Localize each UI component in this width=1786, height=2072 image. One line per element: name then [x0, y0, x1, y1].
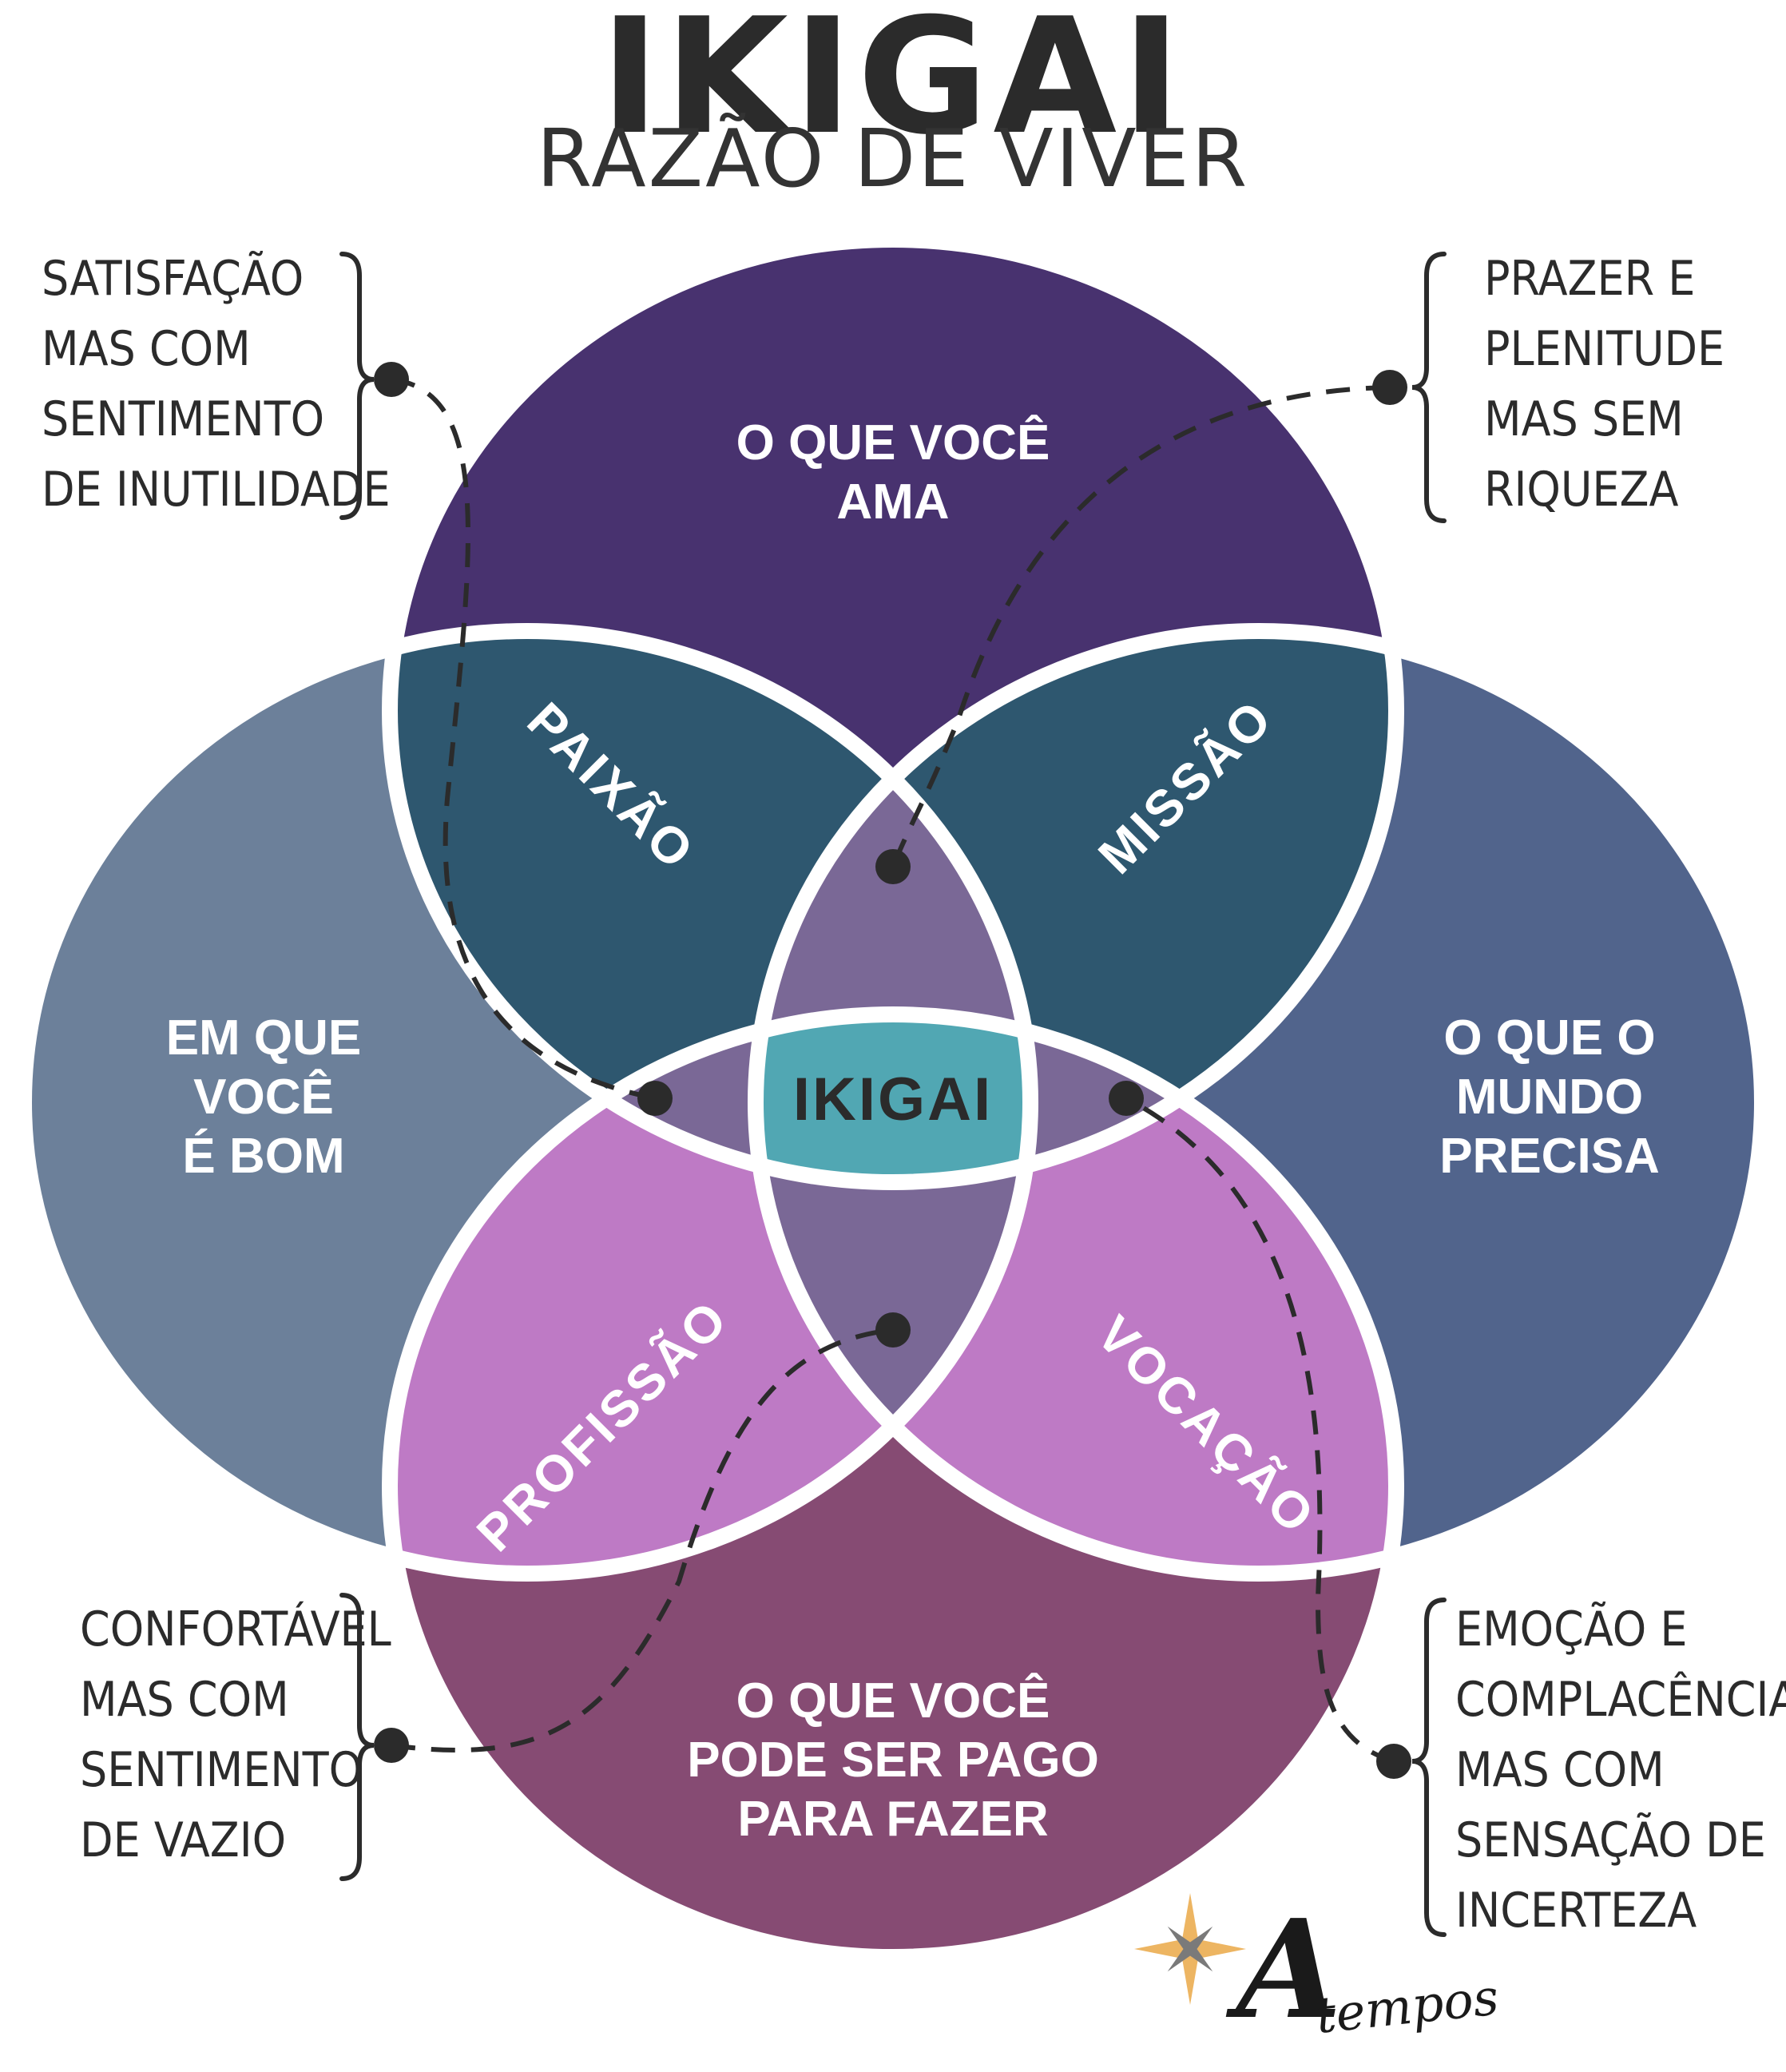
label-ikigai-center: IKIGAI	[793, 1066, 993, 1133]
brand-logo: A tempos	[1134, 1890, 1502, 2050]
label-line: PARA FAZER	[737, 1792, 1048, 1847]
note-line: DE VAZIO	[80, 1812, 287, 1868]
svg-text:A: A	[1225, 1890, 1342, 2050]
note-line: PRAZER E	[1484, 251, 1696, 307]
label-line: VOCÊ	[193, 1070, 334, 1125]
label-line: PRECISA	[1439, 1129, 1660, 1184]
note-emotion: EMOÇÃO E COMPLACÊNCIA MAS COM SENSAÇÃO DE IN…	[1455, 1594, 1786, 1946]
note-line: COMPLACÊNCIA	[1455, 1672, 1786, 1728]
note-line: SATISFAÇÃO	[42, 251, 304, 307]
note-line: INCERTEZA	[1455, 1883, 1697, 1939]
note-line: EMOÇÃO E	[1455, 1602, 1688, 1657]
page-subtitle: RAZÃO DE VIVER	[536, 112, 1250, 205]
note-line: SENTIMENTO	[80, 1742, 363, 1798]
note-line: SENSAÇÃO DE	[1455, 1812, 1766, 1868]
brace-marks	[339, 252, 1447, 1937]
label-line: O QUE O	[1443, 1010, 1655, 1066]
note-line: CONFORTÁVEL	[80, 1602, 391, 1657]
note-comfortable: CONFORTÁVEL MAS COM SENTIMENTO DE VAZIO	[80, 1594, 391, 1876]
note-satisfaction: SATISFAÇÃO MAS COM SENTIMENTO DE INUTILIDAD…	[42, 244, 391, 525]
note-line: PLENITUDE	[1484, 321, 1725, 377]
label-line: PODE SER PAGO	[687, 1733, 1099, 1788]
note-line: SENTIMENTO	[42, 391, 325, 447]
star-icon	[1134, 1893, 1246, 2005]
note-line: MAS COM	[80, 1672, 289, 1728]
note-line: MAS COM	[1455, 1742, 1665, 1798]
note-line: DE INUTILIDADE	[42, 462, 391, 518]
note-pleasure: PRAZER E PLENITUDE MAS SEM RIQUEZA	[1484, 244, 1724, 525]
connector-dots	[374, 362, 1411, 1779]
label-line: O QUE VOCÊ	[736, 1673, 1050, 1729]
page-title: IKIGAI	[600, 0, 1186, 170]
label-line: AMA	[836, 474, 949, 530]
label-line: O QUE VOCÊ	[736, 415, 1050, 470]
label-line: EM QUE	[166, 1010, 362, 1066]
label-line: MUNDO	[1456, 1070, 1643, 1125]
connector-lines	[391, 377, 1395, 1764]
label-line: É BOM	[182, 1129, 344, 1184]
note-line: MAS COM	[42, 321, 251, 377]
note-line: RIQUEZA	[1484, 462, 1679, 518]
note-line: MAS SEM	[1484, 391, 1684, 447]
